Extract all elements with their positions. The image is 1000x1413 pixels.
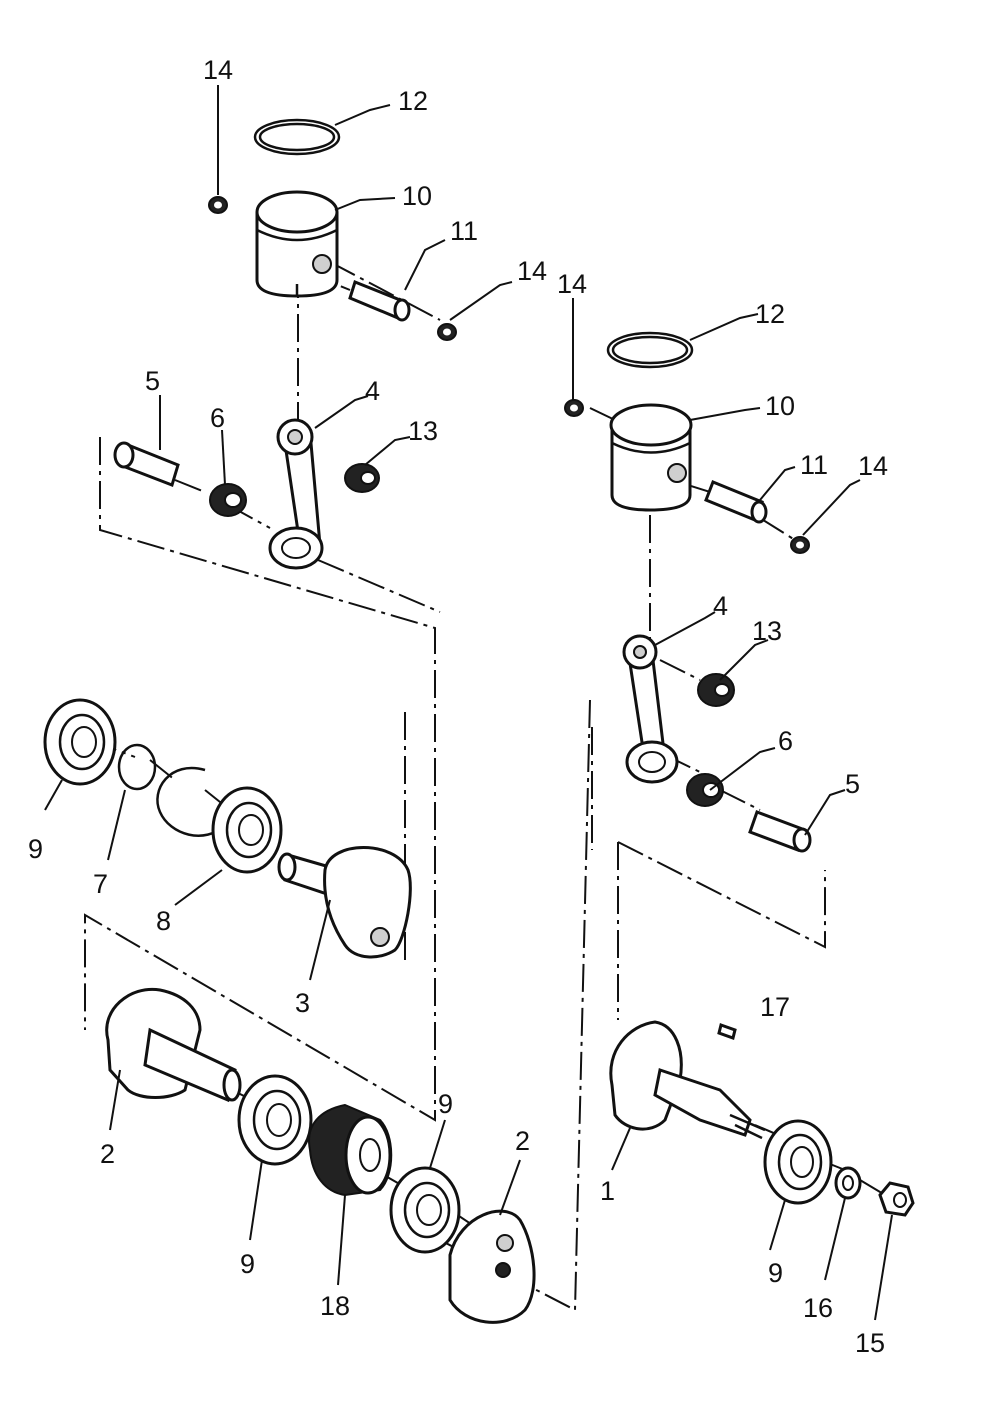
- circlip-right-a: [564, 399, 584, 417]
- callout-9: 9: [240, 1249, 255, 1279]
- needle-bearing-left-13: [344, 463, 380, 493]
- piston-ring-right: [606, 331, 694, 369]
- piston-pin-right: [704, 480, 768, 524]
- callout-12: 12: [755, 299, 785, 329]
- washer-16: [834, 1166, 862, 1200]
- callout-3: 3: [295, 988, 310, 1018]
- callout-2: 2: [515, 1126, 530, 1156]
- nut-15: [878, 1181, 915, 1217]
- crank-wheel-3: [277, 846, 412, 959]
- needle-bearing-right-13: [697, 673, 735, 707]
- snap-ring-large: [156, 766, 226, 837]
- key-17: [717, 1023, 737, 1040]
- crank-half-2-left: [105, 987, 242, 1103]
- callout-4: 4: [713, 591, 728, 621]
- snap-ring-7: [117, 743, 157, 791]
- callout-labels: 14 12 10 11 14 5 6 4 13 14 12 10 11 14 4…: [28, 55, 888, 1358]
- seal-18: [308, 1103, 393, 1197]
- crank-half-2-right: [448, 1209, 536, 1324]
- callout-18: 18: [320, 1291, 350, 1321]
- piston-left: [255, 190, 339, 298]
- ball-bearing-9a: [43, 698, 117, 786]
- callout-11: 11: [800, 450, 828, 480]
- callout-9: 9: [28, 834, 43, 864]
- ball-bearing-9b: [237, 1074, 313, 1166]
- ball-bearing-9d: [763, 1119, 833, 1205]
- callout-16: 16: [803, 1293, 833, 1323]
- callout-2: 2: [100, 1139, 115, 1169]
- piston-ring-left: [253, 118, 341, 156]
- callout-14: 14: [858, 451, 888, 481]
- callout-11: 11: [450, 216, 478, 246]
- connecting-rod-right: [622, 634, 679, 784]
- circlip-left-b: [437, 323, 457, 341]
- needle-bearing-left-6: [209, 483, 247, 517]
- crank-pin-left: [113, 441, 180, 487]
- callout-15: 15: [855, 1328, 885, 1358]
- callout-6: 6: [210, 403, 225, 433]
- circlip-left-a: [208, 196, 228, 214]
- callout-7: 7: [93, 869, 108, 899]
- callout-14: 14: [557, 269, 587, 299]
- callout-10: 10: [402, 181, 432, 211]
- callout-6: 6: [778, 726, 793, 756]
- callout-10: 10: [765, 391, 795, 421]
- callout-5: 5: [845, 769, 860, 799]
- callout-9: 9: [768, 1258, 783, 1288]
- circlip-right-b: [790, 536, 810, 554]
- callout-4: 4: [365, 376, 380, 406]
- ball-bearing-9c: [389, 1166, 461, 1254]
- callout-14: 14: [203, 55, 233, 85]
- piston-pin-left: [348, 280, 411, 322]
- callout-13: 13: [408, 416, 438, 446]
- callout-9: 9: [438, 1089, 453, 1119]
- needle-bearing-right-6: [686, 773, 724, 807]
- crank-pin-right: [748, 810, 812, 853]
- leader-lines: [44, 85, 893, 1321]
- piston-right: [609, 403, 693, 512]
- connecting-rod-left: [268, 418, 324, 570]
- callout-17: 17: [760, 992, 790, 1022]
- callout-12: 12: [398, 86, 428, 116]
- callout-1: 1: [600, 1176, 615, 1206]
- callout-13: 13: [752, 616, 782, 646]
- callout-8: 8: [156, 906, 171, 936]
- crank-half-1: [609, 1020, 766, 1140]
- ball-bearing-8: [211, 786, 283, 874]
- callout-14: 14: [517, 256, 547, 286]
- callout-5: 5: [145, 366, 160, 396]
